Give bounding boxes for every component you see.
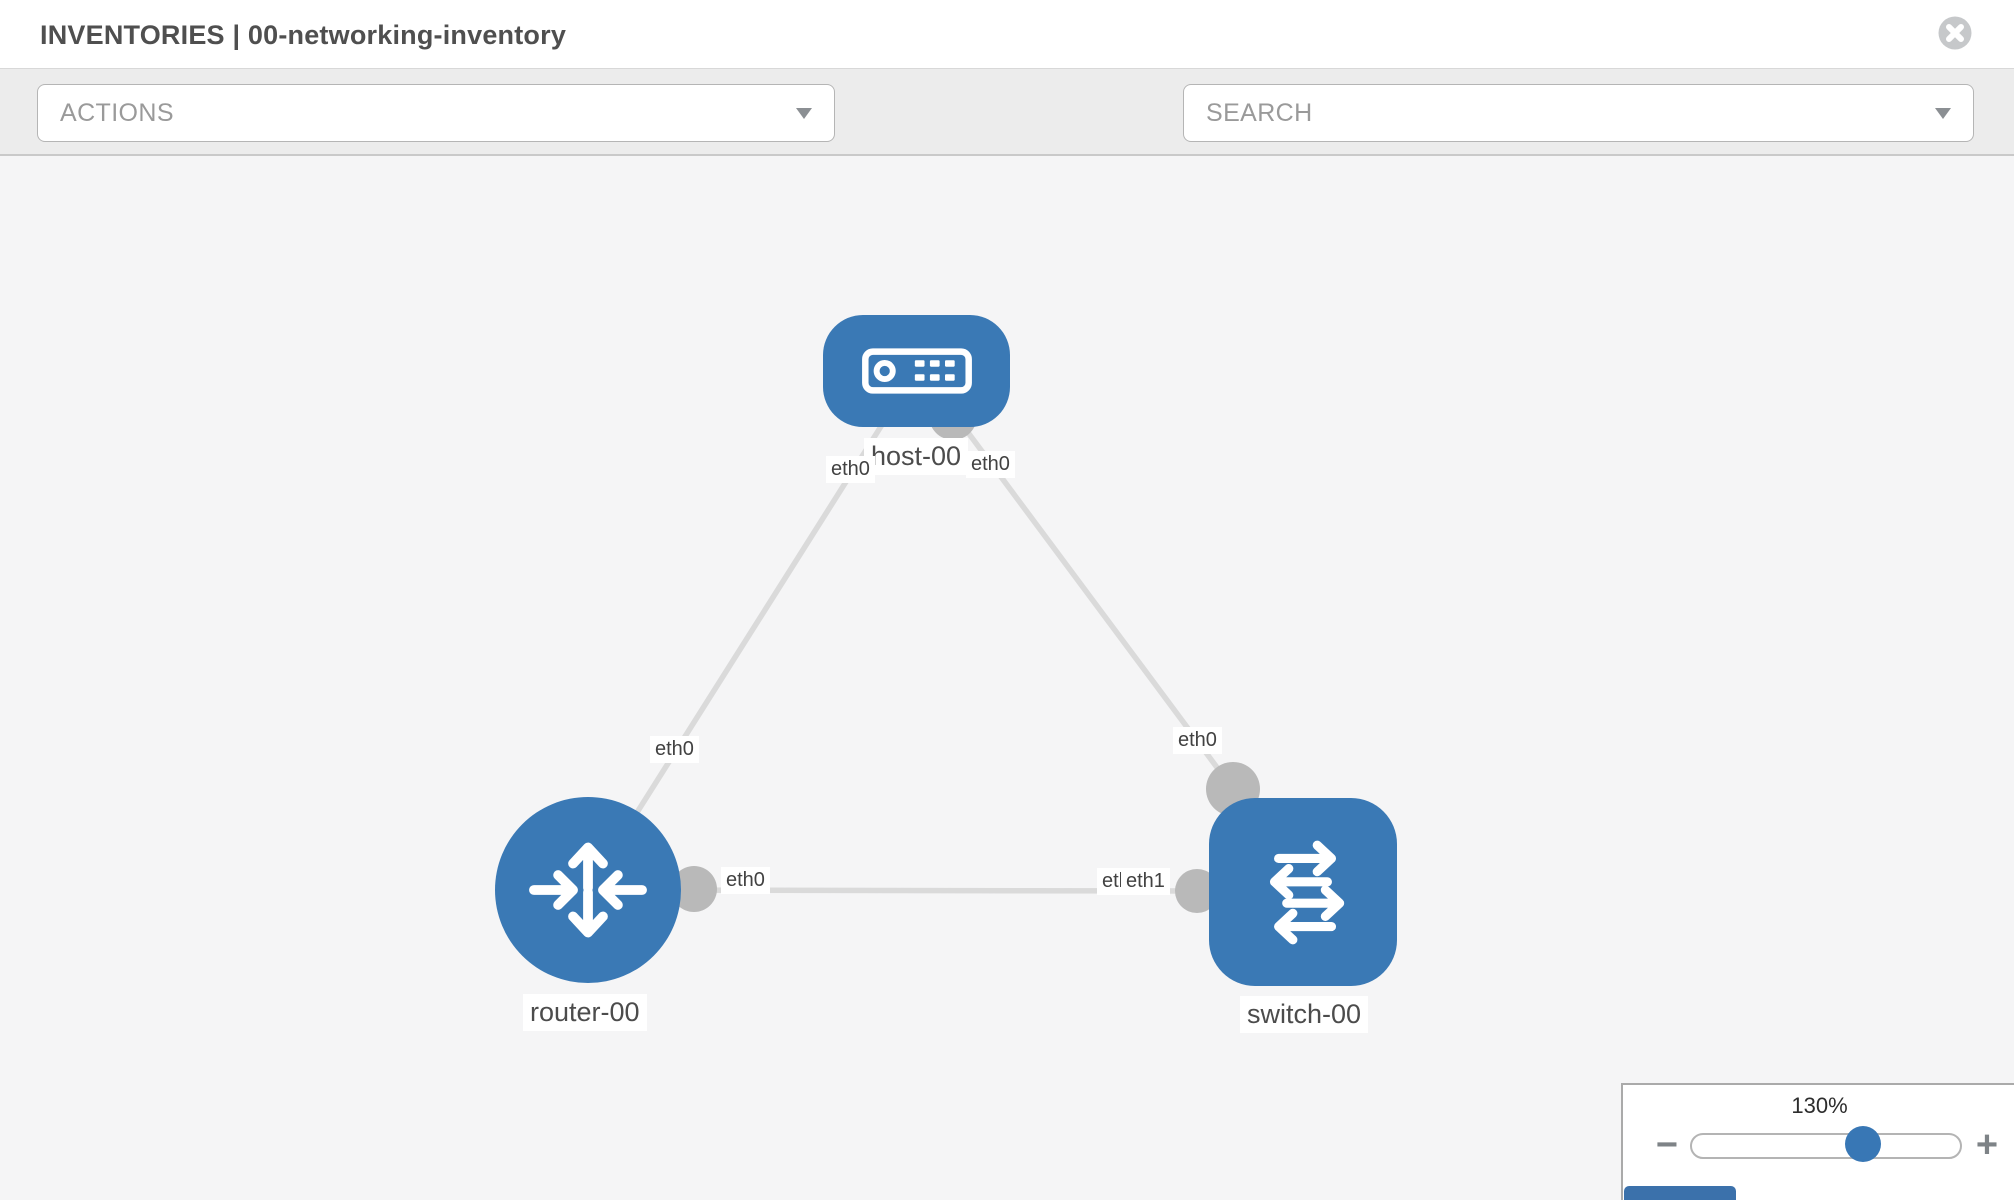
page-title: INVENTORIES | 00-networking-inventory [40,20,567,50]
zoom-slider-thumb[interactable] [1845,1126,1881,1162]
interface-label-eth0: eth0 [650,736,699,763]
interface-label-eth1: eth1 [1121,868,1170,895]
interface-label-eth0: eth0 [826,456,875,483]
interface-label-eth0: eth0 [721,867,770,894]
chevron-down-icon [796,107,812,119]
actions-dropdown-label: ACTIONS [60,98,174,127]
toolbar: ACTIONS SEARCH [0,69,2014,202]
interface-connector [1175,869,1219,913]
node-label-host-00: host-00 [864,438,969,475]
hidden-panel-edge [1624,1186,1736,1200]
interface-label-eth0: eth0 [966,451,1015,478]
close-button[interactable] [1936,14,1974,52]
zoom-slider[interactable] [1690,1126,1962,1162]
zoom-out-button[interactable]: − [1647,1123,1687,1167]
router-icon [529,842,647,938]
actions-dropdown[interactable]: ACTIONS [37,84,835,142]
node-switch-00[interactable] [1209,798,1397,986]
node-label-switch-00: switch-00 [1240,996,1369,1033]
chevron-down-icon [1935,107,1951,119]
interface-label-eth0: eth0 [1173,727,1222,754]
node-label-router-00: router-00 [523,994,647,1031]
search-placeholder: SEARCH [1206,98,1313,127]
header: INVENTORIES | 00-networking-inventory [0,0,2014,69]
zoom-panel: 130% − + [1621,1083,2014,1200]
interface-connector [671,866,717,912]
close-icon [1938,16,1972,50]
search-dropdown[interactable]: SEARCH [1183,84,1974,142]
zoom-level: 130% [1791,1093,1848,1118]
switch-icon [1269,840,1345,945]
node-host-00[interactable] [823,315,1010,427]
topology-canvas[interactable] [0,156,2014,1200]
node-router-00[interactable] [495,797,681,983]
host-icon [861,348,972,394]
zoom-in-button[interactable]: + [1967,1123,2007,1167]
